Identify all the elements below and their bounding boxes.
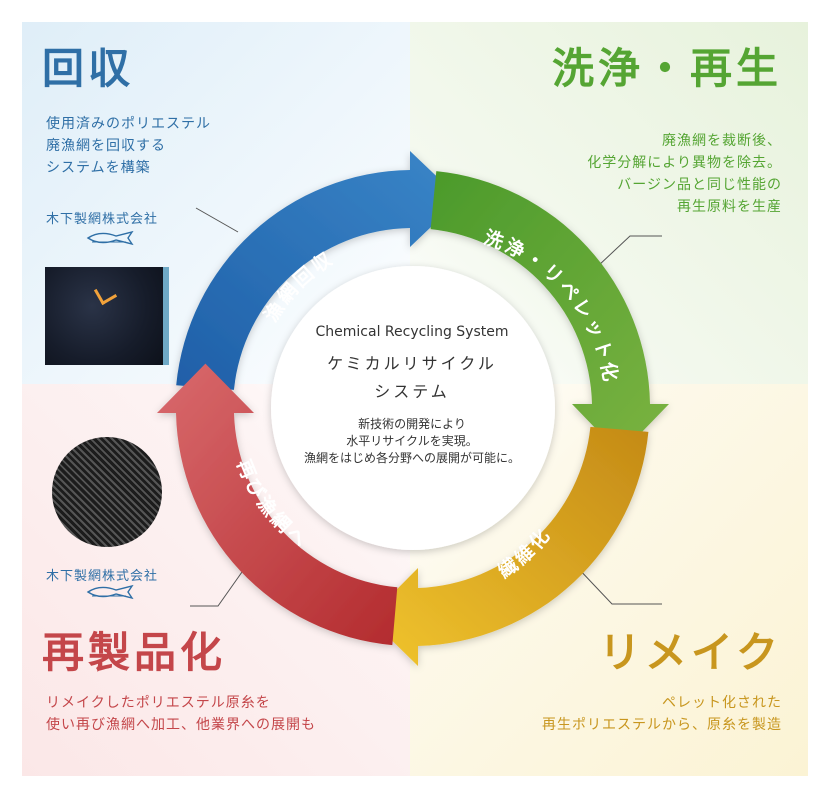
company-name-collect: 木下製網株式会社 — [46, 212, 159, 227]
photo-collected-nets — [45, 267, 169, 365]
desc-line: 再生ポリエステルから、原糸を製造 — [542, 717, 782, 733]
center-title-jp: ケミカルリサイクル — [327, 354, 497, 373]
desc-line: バージン品と同じ性能の — [617, 177, 782, 193]
fish-logo-icon — [86, 230, 134, 246]
desc-wash: 廃漁網を裁断後、 化学分解により異物を除去。 バージン品と同じ性能の 再生原料を… — [587, 130, 782, 218]
desc-line: 使用済みのポリエステル — [46, 116, 211, 132]
heading-reproduce: 再製品化 — [42, 628, 227, 677]
desc-line: 化学分解により異物を除去。 — [587, 155, 782, 171]
arrow-fiber — [368, 426, 649, 666]
desc-line: ペレット化された — [662, 695, 782, 711]
center-title-jp-sub: システム — [374, 382, 450, 401]
desc-collect: 使用済みのポリエステル 廃漁網を回収する システムを構築 — [46, 113, 211, 179]
desc-line: 廃漁網を裁断後、 — [662, 133, 782, 149]
desc-line: リメイクしたポリエステル原糸を — [46, 695, 271, 711]
heading-collect: 回収 — [42, 44, 135, 93]
desc-reproduce: リメイクしたポリエステル原糸を 使い再び漁網へ加工、他業界への展開も — [46, 692, 316, 736]
center-desc-line: 新技術の開発により — [358, 417, 466, 431]
fish-logo-icon — [86, 584, 134, 600]
desc-line: 廃漁網を回収する — [46, 138, 166, 154]
desc-remake: ペレット化された 再生ポリエステルから、原糸を製造 — [542, 692, 782, 736]
center-panel: Chemical Recycling System ケミカルリサイクル システム… — [262, 258, 562, 558]
heading-wash: 洗浄・再生 — [551, 44, 782, 93]
desc-line: システムを構築 — [46, 160, 151, 176]
photo-net-closeup — [52, 437, 162, 547]
arrow-wash — [430, 171, 669, 455]
center-desc-line: 水平リサイクルを実現。 — [346, 434, 478, 448]
center-desc-line: 漁網をはじめ各分野への展開が可能に。 — [303, 451, 520, 465]
desc-line: 再生原料を生産 — [677, 199, 782, 215]
heading-remake: リメイク — [598, 628, 782, 677]
arrow-collect — [176, 151, 461, 390]
arrow-renet — [157, 363, 398, 646]
company-name-reproduce: 木下製網株式会社 — [46, 569, 159, 584]
center-desc: 新技術の開発により 水平リサイクルを実現。 漁網をはじめ各分野への展開が可能に。 — [262, 416, 562, 467]
desc-line: 使い再び漁網へ加工、他業界への展開も — [46, 717, 316, 733]
center-title-en: Chemical Recycling System — [315, 324, 509, 340]
